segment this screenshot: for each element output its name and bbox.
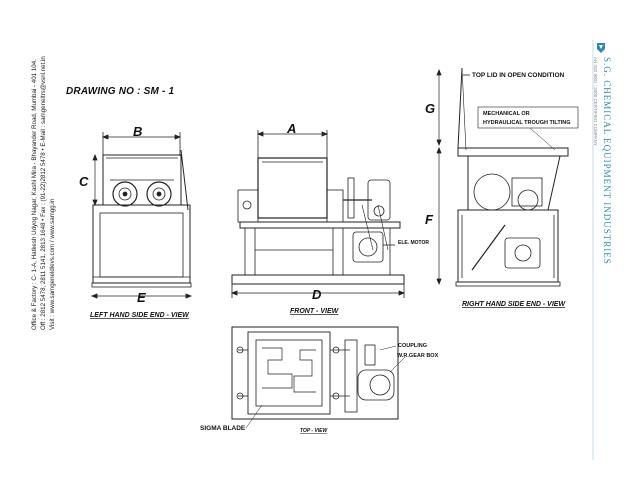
right-end-view: G F TOP LID IN OPEN CONDITION MECHANICAL… [425, 67, 579, 308]
top-view-title: TOP - VIEW [300, 428, 329, 434]
company-logo-icon [597, 43, 605, 53]
coupling-label: COUPLING [398, 343, 427, 349]
dim-e-label: E [137, 290, 146, 305]
left-end-view: B C E LEFT HAND SIDE END - VIEW [79, 124, 193, 319]
dim-a-label: A [286, 121, 296, 136]
dim-b-label: B [133, 124, 142, 139]
mech-label-1: MECHANICAL OR [483, 111, 530, 117]
ele-motor-label: ELE. MOTOR [398, 240, 429, 246]
dim-g-label: G [425, 101, 435, 116]
sigma-blade-label: SIGMA BLADE [200, 425, 246, 432]
dim-d-label: D [312, 287, 322, 302]
top-lid-label: TOP LID IN OPEN CONDITION [472, 72, 565, 79]
dim-c-label: C [79, 174, 89, 189]
front-view-title: FRONT - VIEW [290, 308, 340, 315]
left-view-title: LEFT HAND SIDE END - VIEW [90, 312, 190, 319]
front-view: A ELE. MOTOR [230, 121, 429, 315]
gearbox-label: W.R.GEAR BOX [397, 353, 439, 359]
top-view: COUPLING W.R.GEAR BOX SIGMA BLADE TOP - … [200, 326, 439, 434]
dim-f-label: F [425, 212, 434, 227]
right-view-title: RIGHT HAND SIDE END - VIEW [462, 301, 566, 308]
mech-label-2: HYDRAULICAL TROUGH TILTING [483, 120, 570, 126]
drawing-number: DRAWING NO : SM - 1 [66, 86, 175, 97]
